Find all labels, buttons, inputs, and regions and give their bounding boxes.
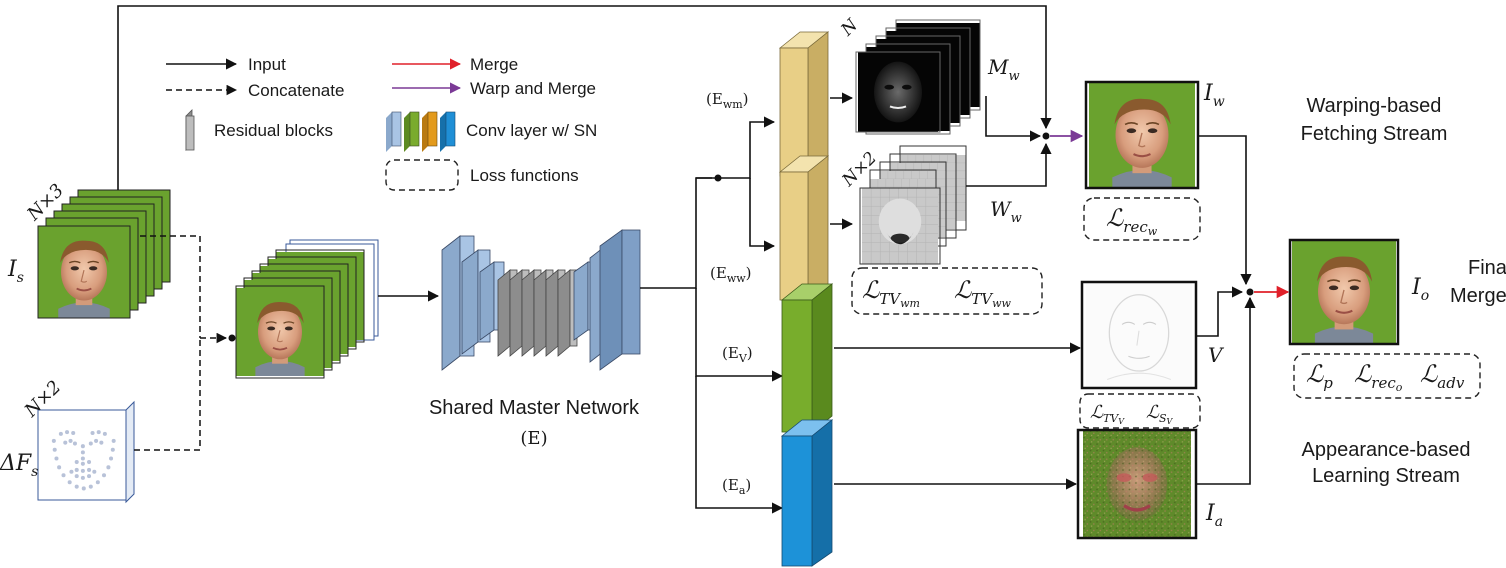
legend-loss-box (385, 159, 459, 191)
iw-label: Iw (1203, 81, 1225, 110)
loss-tv-wm: ℒTVwm (862, 276, 920, 310)
legend-residual-icon (185, 109, 195, 151)
legend: Input Concatenate Residual blocks Merge … (166, 55, 597, 191)
master-network-short: (E) (520, 428, 547, 449)
branch-label-ev: (EV) (722, 344, 753, 365)
decoder-eww (778, 155, 830, 301)
loss-rec-o: ℒreco (1354, 360, 1403, 394)
to-ea-arrow (695, 376, 784, 514)
concat-stack (235, 239, 379, 379)
legend-residual-label: Residual blocks (214, 121, 333, 140)
source-label: Is (7, 257, 24, 286)
landmark-card (37, 400, 135, 504)
loss-tv-v: ℒTVV (1090, 402, 1125, 426)
iw-to-final-line (1198, 135, 1252, 286)
appearance-output-image (1076, 428, 1198, 540)
master-to-warp-line (640, 177, 712, 289)
loss-p: ℒp (1306, 360, 1333, 392)
legend-warp-merge-label: Warp and Merge (470, 79, 596, 98)
landmark-label: ΔFs (0, 451, 38, 480)
mask-stack (855, 19, 981, 135)
mask-count: N (837, 15, 863, 41)
legend-merge-label: Merge (470, 55, 518, 74)
branch-label-ewm: (Ewm) (706, 90, 749, 111)
final-merge-line1: Final (1468, 257, 1506, 279)
to-eww-arrow (749, 178, 776, 252)
source-frames-stack (37, 189, 171, 319)
warping-stream-line1: Warping-based (1307, 95, 1442, 117)
loss-box-final (1293, 353, 1481, 399)
appearance-stream-line1: Appearance-based (1301, 439, 1470, 461)
branch-label-ea: (Ea) (722, 476, 751, 497)
mask-label: Mw (987, 55, 1020, 84)
final-output-image (1288, 238, 1400, 346)
decoder-ea (780, 419, 834, 567)
shared-master-network (441, 229, 641, 371)
io-label: Io (1411, 275, 1429, 304)
loss-box-tv-warp (851, 267, 1043, 315)
loss-adv: ℒadv (1420, 360, 1465, 392)
legend-conv-label: Conv layer w/ SN (466, 121, 597, 140)
loss-s-v: ℒSV (1146, 402, 1174, 426)
v-map-image (1080, 280, 1198, 390)
landmark-concat-line (134, 338, 201, 451)
warp-label: Ww (990, 197, 1022, 226)
warped-output-image (1084, 80, 1200, 190)
decoder-ewm (778, 31, 830, 177)
legend-loss-label: Loss functions (470, 166, 579, 185)
decoder-ev (780, 283, 834, 433)
v-to-final-line (1196, 286, 1244, 337)
warp-merge-node (1042, 132, 1050, 140)
warping-stream-line2: Fetching Stream (1301, 123, 1448, 145)
final-merge-node (1246, 288, 1254, 296)
v-label: V (1208, 343, 1225, 367)
residual-blocks (497, 269, 578, 357)
loss-tv-ww: ℒTVww (954, 276, 1012, 310)
legend-input-label: Input (248, 55, 286, 74)
final-merge-line2: Merge (1450, 285, 1506, 307)
warp-to-merge-line (966, 142, 1052, 187)
ia-to-final-line (1196, 296, 1256, 485)
source-concat-line (140, 235, 201, 338)
legend-conv-icon (386, 111, 456, 152)
ia-label: Ia (1205, 501, 1223, 530)
legend-concatenate-label: Concatenate (248, 81, 344, 100)
master-network-title: Shared Master Network (429, 397, 640, 419)
top-skip-connection (117, 5, 1052, 190)
to-ewm-arrow (696, 116, 776, 179)
appearance-stream-line2: Learning Stream (1312, 465, 1460, 487)
mask-to-merge-line (985, 96, 1042, 142)
loss-rec-w: ℒrecw (1106, 204, 1158, 238)
loss-box-rec-w (1083, 197, 1201, 241)
branch-label-eww: (Eww) (710, 264, 752, 285)
warp-field-stack (859, 145, 967, 265)
loss-box-v (1079, 393, 1201, 429)
concat-dot (228, 334, 236, 342)
